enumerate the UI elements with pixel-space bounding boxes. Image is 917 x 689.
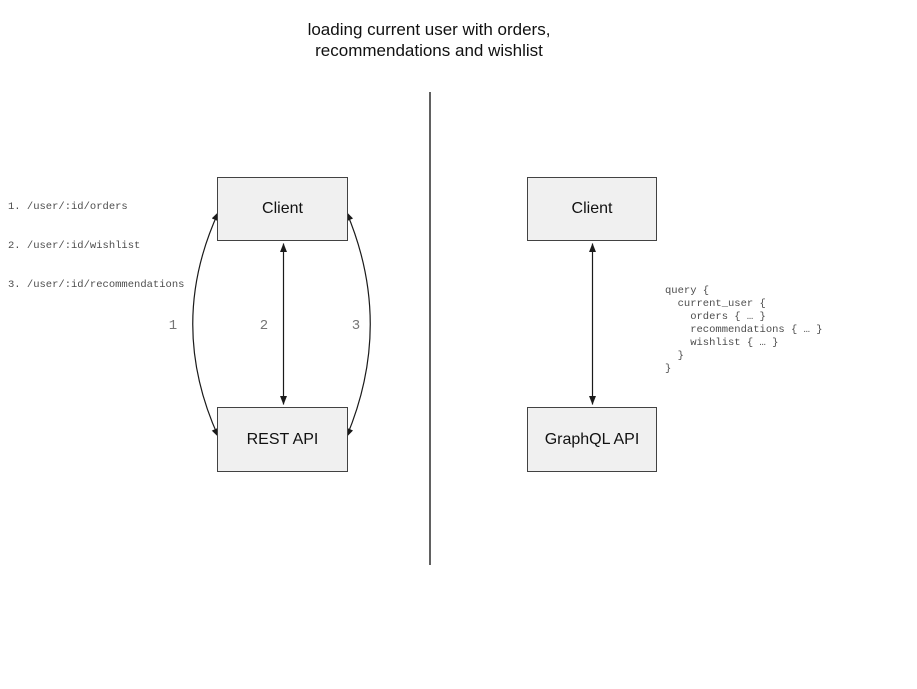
endpoint-recommendations: 3. /user/:id/recommendations	[8, 279, 185, 291]
panel-divider	[429, 92, 431, 565]
arrow-label-1: 1	[168, 318, 178, 334]
rest-client-node: Client	[217, 177, 348, 241]
title-line-2: recommendations and wishlist	[315, 41, 543, 60]
graphql-api-label: GraphQL API	[544, 430, 640, 448]
rest-endpoints-list: 1. /user/:id/orders 2. /user/:id/wishlis…	[8, 175, 184, 318]
graphql-api-node: GraphQL API	[527, 407, 657, 472]
graphql-client-label: Client	[571, 200, 613, 217]
arrow-label-2: 2	[259, 318, 269, 334]
rest-api-node: REST API	[217, 407, 348, 472]
endpoint-wishlist: 2. /user/:id/wishlist	[8, 240, 141, 252]
rest-arrow-1-curve	[192, 211, 220, 438]
rest-api-label: REST API	[246, 430, 319, 448]
graphql-client-node: Client	[527, 177, 657, 241]
diagram-title: loading current user with orders, recomm…	[0, 19, 858, 61]
graphql-query-code: query { current_user { orders { … } reco…	[665, 284, 823, 375]
title-line-1: loading current user with orders,	[307, 20, 551, 39]
endpoint-orders: 1. /user/:id/orders	[8, 201, 128, 213]
rest-client-label: Client	[262, 200, 303, 217]
arrow-label-3: 3	[351, 318, 361, 334]
